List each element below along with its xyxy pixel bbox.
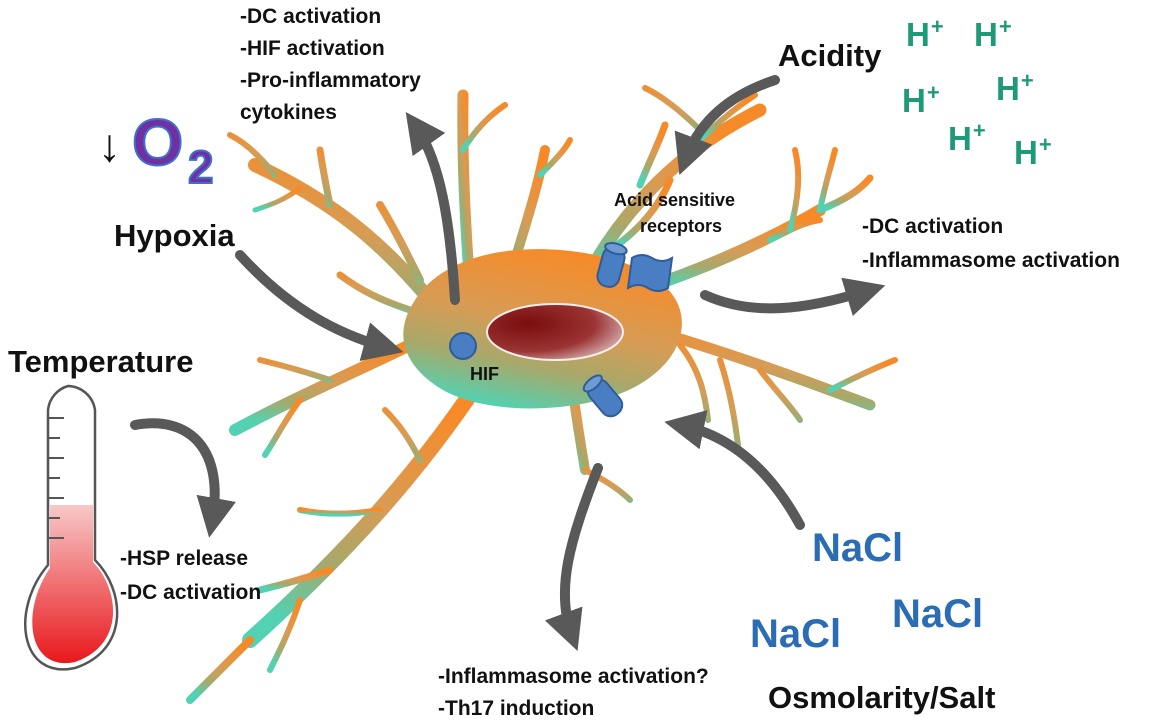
acidity-label: Acidity	[778, 38, 882, 73]
temperature-label: Temperature	[8, 344, 194, 379]
hif-molecule	[449, 332, 477, 360]
top-outcome-4: cytokines	[240, 101, 337, 124]
thermometer-icon	[24, 384, 119, 671]
right-outcome-2: -Inflammasome activation	[862, 249, 1120, 272]
salt-receptor	[582, 374, 624, 418]
bottom-outcome-2: -Th17 induction	[438, 697, 595, 720]
h-ion-6: H+	[1014, 132, 1052, 171]
arrow-acidity-to-receptors	[674, 75, 780, 175]
o2-subscript: 2	[187, 140, 215, 194]
arrow-hypoxia-to-cell	[235, 250, 404, 362]
bottom-outcome-1: -Inflammasome activation?	[438, 665, 709, 688]
hif-label: HIF	[470, 364, 499, 384]
receptor-label-line2: receptors	[640, 216, 723, 236]
top-outcome-3: -Pro-inflammatory	[240, 69, 421, 92]
right-outcome-1: -DC activation	[862, 215, 1004, 238]
nacl-1: NaCl	[812, 526, 904, 570]
h-ion-2: H+	[974, 14, 1012, 53]
h-ion-4: H+	[902, 80, 940, 119]
arrow-receptors-to-outcomes	[700, 277, 886, 317]
o2-symbol: O	[131, 104, 184, 180]
decrease-arrow-icon: ↓	[98, 119, 121, 171]
acid-sensitive-receptors	[596, 242, 674, 292]
nucleus	[486, 303, 624, 361]
top-outcome-1: -DC activation	[240, 5, 382, 28]
hypoxia-label: Hypoxia	[114, 218, 235, 253]
osmolarity-salt-label: Osmolarity/Salt	[768, 680, 996, 715]
arrow-cell-to-bottom-outcomes	[544, 463, 603, 652]
arrow-temperature-to-outcomes	[130, 418, 236, 538]
h-ion-5: H+	[948, 118, 986, 157]
nacl-2: NaCl	[892, 592, 984, 636]
top-outcome-2: -HIF activation	[240, 37, 385, 60]
receptor-label-line1: Acid sensitive	[614, 190, 736, 210]
h-ion-1: H+	[906, 14, 944, 53]
nacl-3: NaCl	[750, 612, 842, 656]
temperature-outcome-1: -HSP release	[120, 547, 249, 570]
process-arrows	[130, 75, 886, 652]
temperature-outcome-2: -DC activation	[120, 581, 262, 604]
h-ion-3: H+	[996, 68, 1034, 107]
arrow-salt-to-cell	[664, 410, 805, 530]
arrow-hif-to-outcomes	[405, 111, 460, 305]
